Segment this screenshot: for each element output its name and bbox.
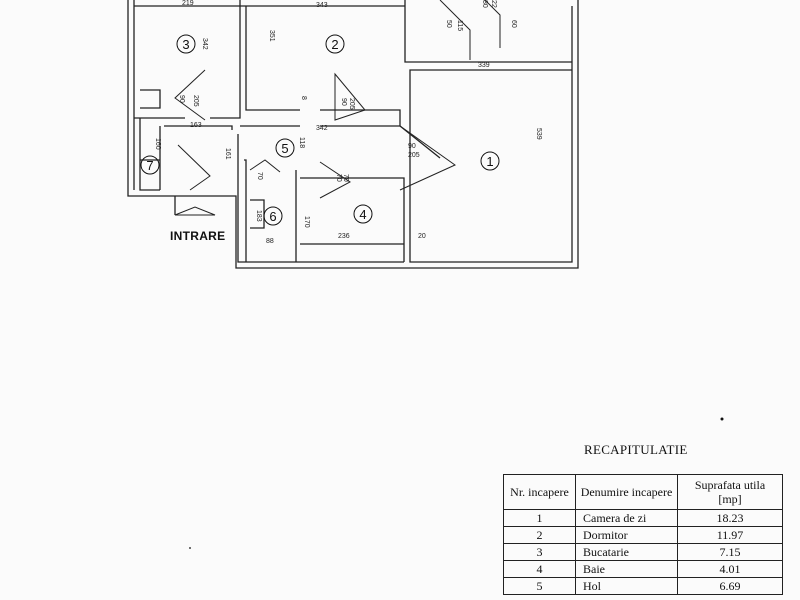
- door-swing: [399, 125, 456, 191]
- dimension-label: 22: [490, 0, 497, 8]
- area-summary-table: Nr. incapere Denumire incapere Suprafata…: [503, 474, 783, 595]
- cell-area: 6.69: [677, 577, 783, 595]
- room-number-2: 2: [331, 37, 338, 52]
- cell-nr: 5: [503, 577, 576, 595]
- cell-name: Dormitor: [575, 526, 678, 544]
- door-swing: [249, 159, 281, 173]
- door-swing: [334, 72, 366, 121]
- cell-area: 18.23: [677, 509, 783, 527]
- dimension-label: 351: [268, 30, 275, 42]
- room-marker-5: [275, 138, 295, 158]
- dimension-label: 90: [178, 95, 185, 103]
- dimension-label: 219: [182, 0, 194, 7]
- speck: [189, 547, 191, 549]
- inner-wall: [140, 89, 161, 109]
- door-swing: [484, 0, 501, 48]
- cell-area: 11.97: [677, 526, 783, 544]
- dimension-label: 88: [266, 238, 274, 245]
- dimension-label: 170: [303, 216, 310, 228]
- room-number-6: 6: [269, 209, 276, 224]
- room-number-3: 3: [182, 37, 189, 52]
- room-marker-3: [176, 34, 196, 54]
- inner-wall: [244, 159, 247, 262]
- dimension-label: 236: [338, 233, 350, 240]
- room-number-4: 4: [359, 207, 366, 222]
- inner-wall: [210, 0, 241, 119]
- door-swing: [319, 161, 351, 199]
- dimension-label: 70: [335, 174, 342, 182]
- table-header-row: Nr. incapere Denumire incapere Suprafata…: [503, 474, 783, 510]
- dimension-label: 539: [535, 128, 542, 140]
- inner-wall: [409, 6, 573, 263]
- table-row: 2 Dormitor 11.97: [503, 526, 783, 544]
- dimension-label: 115: [456, 20, 463, 31]
- inner-wall: [245, 6, 300, 111]
- inner-wall: [237, 134, 404, 263]
- dimension-label: 70: [256, 172, 263, 180]
- room-number-1: 1: [486, 154, 493, 169]
- dimension-label: 343: [316, 2, 328, 9]
- room-marker-7: [140, 155, 160, 175]
- cell-name: Camera de zi: [575, 509, 678, 527]
- dimension-label: 163: [190, 122, 202, 129]
- door-swing: [177, 144, 211, 191]
- dimension-label: 60: [510, 20, 517, 28]
- header-nr: Nr. incapere: [503, 474, 576, 510]
- dimension-label: 90: [340, 98, 347, 106]
- header-name: Denumire incapere: [575, 474, 678, 510]
- dimension-label: 161: [224, 148, 231, 160]
- cell-area: 7.15: [677, 543, 783, 561]
- table-row: 5 Hol 6.69: [503, 577, 783, 595]
- inner-wall: [139, 118, 160, 191]
- dimension-label: 205: [192, 95, 199, 107]
- table-row: 3 Bucatarie 7.15: [503, 543, 783, 561]
- room-marker-2: [325, 34, 345, 54]
- dimension-label: 339: [478, 62, 490, 69]
- entrance-arrow-icon: [174, 206, 216, 216]
- cell-name: Hol: [575, 577, 678, 595]
- dimension-label: 160: [154, 138, 161, 150]
- cell-nr: 2: [503, 526, 576, 544]
- header-area: Suprafata utila [mp]: [677, 474, 783, 510]
- entrance-label: INTRARE: [170, 229, 226, 243]
- inner-wall: [404, 0, 572, 63]
- cell-name: Baie: [575, 560, 678, 578]
- room-marker-6: [263, 206, 283, 226]
- dimension-label: 183: [255, 210, 262, 222]
- speck: [720, 417, 724, 421]
- room-marker-1: [480, 151, 500, 171]
- dimension-label: 50: [445, 20, 452, 28]
- cell-nr: 4: [503, 560, 576, 578]
- dimension-label: 8: [300, 96, 307, 100]
- dimension-label: 118: [298, 137, 305, 148]
- cell-nr: 3: [503, 543, 576, 561]
- inner-wall: [300, 177, 405, 262]
- cell-name: Bucatarie: [575, 543, 678, 561]
- dimension-label: 342: [201, 38, 208, 50]
- dimension-label: 20: [418, 233, 426, 240]
- dimension-label: 342: [316, 125, 328, 132]
- dimension-label: 205: [348, 98, 355, 110]
- door-swing: [439, 0, 471, 60]
- room-number-5: 5: [281, 141, 288, 156]
- outer-wall: [127, 0, 579, 269]
- room-marker-4: [353, 204, 373, 224]
- dimension-label: 80: [481, 0, 488, 8]
- dimension-label: 90: [408, 143, 416, 150]
- room-number-7: 7: [146, 158, 153, 173]
- dimension-label: 70: [342, 174, 349, 182]
- table-row: 4 Baie 4.01: [503, 560, 783, 578]
- table-row: 1 Camera de zi 18.23: [503, 509, 783, 527]
- cell-nr: 1: [503, 509, 576, 527]
- recap-title: RECAPITULATIE: [584, 442, 688, 457]
- cell-area: 4.01: [677, 560, 783, 578]
- dimension-label: 205: [408, 152, 420, 159]
- inner-wall: [320, 109, 401, 127]
- inner-wall: [164, 125, 233, 130]
- door-swing: [174, 69, 206, 121]
